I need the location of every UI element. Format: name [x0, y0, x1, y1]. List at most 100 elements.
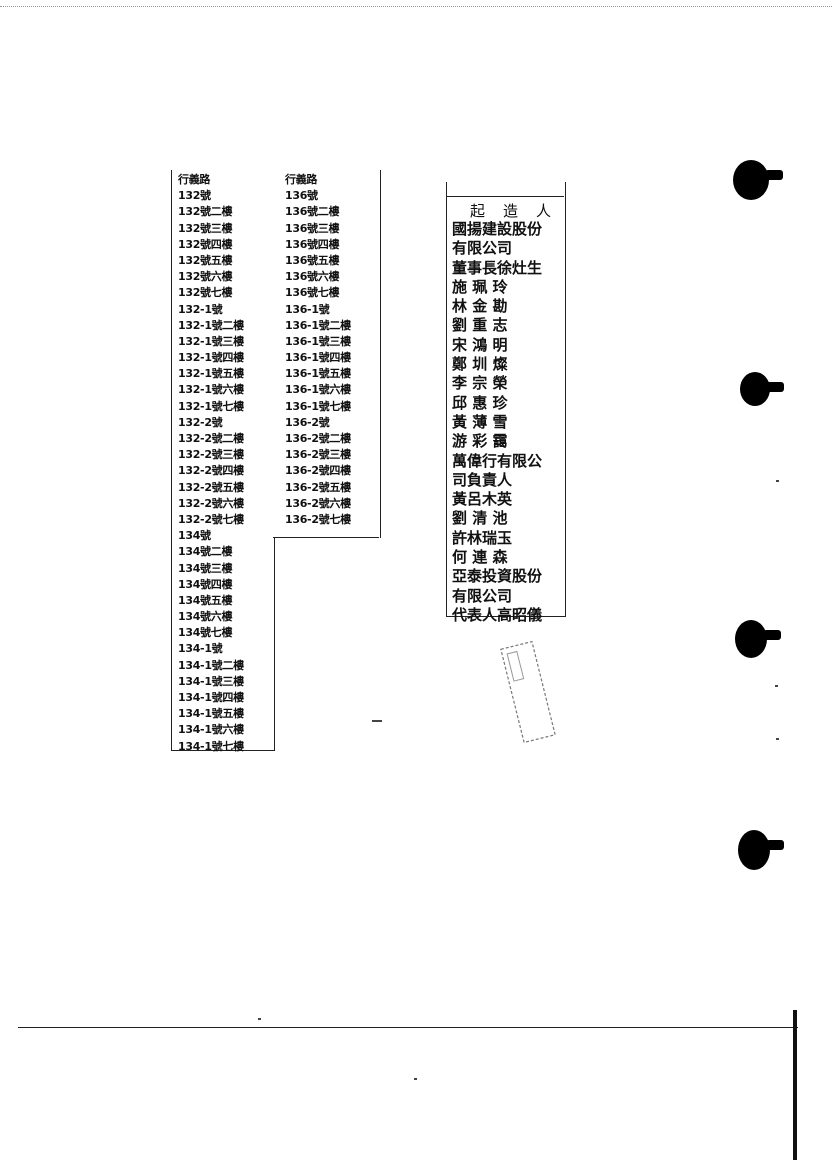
- founders-header-rule: [446, 196, 564, 197]
- address-cell: 134號四樓: [178, 577, 233, 591]
- scan-speck: [414, 1078, 417, 1080]
- scan-speck: [258, 1018, 261, 1020]
- address-cell: 134-1號七樓: [178, 739, 244, 753]
- address-cell: 134號二樓: [178, 545, 233, 559]
- address-cell: 132號七樓: [178, 286, 233, 300]
- binding-hole-icon: [740, 372, 784, 406]
- address-cell: 136-1號二樓: [285, 318, 351, 332]
- right-edge-mark: [793, 1010, 797, 1160]
- scan-speck: [776, 480, 779, 482]
- founder-row: 萬偉行有限公: [452, 451, 543, 470]
- bottom-rule: [18, 1027, 798, 1028]
- address-cell: 134號七樓: [178, 626, 233, 640]
- address-cell: 136-2號七樓: [285, 512, 351, 526]
- scan-speck: [372, 720, 382, 722]
- address-cell: 136-2號六樓: [285, 496, 351, 510]
- address-cell: 行義路: [178, 173, 211, 186]
- address-cell: 136-2號二樓: [285, 432, 351, 445]
- founder-row: 代表人高昭儀: [452, 605, 543, 624]
- founder-row: 李 宗 榮: [452, 374, 508, 393]
- founder-row: 施 珮 玲: [452, 277, 508, 296]
- founder-row: 國揚建設股份: [452, 220, 543, 238]
- address-cell: 136號四樓: [285, 237, 340, 251]
- address-cell: 132號五樓: [178, 253, 233, 267]
- address-cell: 134-1號六樓: [178, 723, 244, 737]
- address-column-right: 行義路 136號 136號二樓 136號三樓 136號四樓 136號五樓 136號六樓 136…: [285, 172, 351, 528]
- address-cell: 134-1號三樓: [178, 674, 244, 688]
- scan-speck: [775, 685, 778, 687]
- founders-list: 國揚建設股份有限公司董事長徐灶生施 珮 玲林 金 勘劉 重 志宋 鴻 明鄭 圳 …: [452, 220, 542, 625]
- address-cell: 132-1號三樓: [178, 334, 244, 348]
- address-cell: 134號: [178, 529, 211, 543]
- address-cell: 132-2號: [178, 415, 223, 429]
- binding-hole-icon: [733, 160, 783, 200]
- founder-row: 有限公司: [452, 586, 513, 605]
- address-cell: 132號三樓: [178, 221, 233, 235]
- address-cell: 132號: [178, 189, 211, 203]
- address-table-lower-border: [171, 537, 275, 751]
- founder-row: 亞泰投資股份: [452, 567, 543, 586]
- address-cell: 136號: [285, 189, 318, 203]
- address-cell: 132-1號四樓: [178, 351, 244, 365]
- address-table-upper-border: [171, 170, 381, 538]
- address-cell: 136-2號四樓: [285, 464, 351, 478]
- address-table-step-border: [273, 537, 379, 538]
- address-cell: 136-1號四樓: [285, 351, 351, 365]
- address-cell: 134-1號五樓: [178, 707, 244, 721]
- founder-row: 許林瑞玉: [452, 528, 513, 547]
- address-cell: 136-1號六樓: [285, 383, 351, 397]
- address-cell: 136號三樓: [285, 221, 340, 235]
- seal-stamp: [500, 640, 556, 744]
- founder-row: 鄭 圳 燦: [452, 355, 508, 374]
- founder-row: 何 連 森: [452, 548, 508, 567]
- binding-hole-icon: [738, 830, 784, 870]
- address-cell: 134號五樓: [178, 593, 233, 607]
- founder-row: 游 彩 靄: [452, 432, 508, 451]
- address-cell: 132-2號六樓: [178, 496, 244, 510]
- founder-row: 劉 清 池: [452, 509, 508, 528]
- address-cell: 136-1號五樓: [285, 367, 351, 381]
- address-cell: 136-1號: [285, 302, 330, 316]
- address-cell: 132-1號七樓: [178, 399, 244, 413]
- address-cell: 136號二樓: [285, 205, 340, 219]
- address-cell: 136-1號七樓: [285, 399, 351, 413]
- address-cell: 132-2號七樓: [178, 512, 244, 526]
- address-cell: 136號六樓: [285, 270, 340, 284]
- address-cell: 132-1號: [178, 302, 223, 316]
- address-cell: 132-2號四樓: [178, 464, 244, 478]
- address-cell: 136-1號三樓: [285, 334, 351, 348]
- address-cell: 132號二樓: [178, 205, 233, 219]
- founder-row: 林 金 勘: [452, 297, 508, 316]
- address-cell: 行義路: [285, 173, 318, 186]
- address-cell: 134-1號四樓: [178, 691, 244, 704]
- address-cell: 132號四樓: [178, 237, 233, 251]
- founder-row: 有限公司: [452, 239, 513, 258]
- founders-title: 起造人: [470, 202, 570, 220]
- address-cell: 134號六樓: [178, 610, 233, 624]
- founder-row: 黃 薄 雪: [452, 412, 508, 431]
- founder-row: 宋 鴻 明: [452, 335, 508, 354]
- founders-box: [446, 182, 566, 617]
- founder-row: 黃呂木英: [452, 490, 513, 509]
- address-cell: 134號三樓: [178, 561, 233, 575]
- founder-row: 司負責人: [452, 470, 513, 489]
- founder-row: 董事長徐灶生: [452, 258, 543, 277]
- address-cell: 132-1號二樓: [178, 318, 244, 332]
- address-column-left: 行義路 132號 132號二樓 132號三樓 132號四樓 132號五樓 132號六樓 132…: [178, 172, 244, 755]
- address-cell: 136-2號三樓: [285, 448, 351, 462]
- address-cell: 132號六樓: [178, 270, 233, 284]
- address-cell: 132-2號五樓: [178, 480, 244, 494]
- scan-edge-line: [0, 6, 832, 7]
- address-cell: 134-1號: [178, 642, 223, 656]
- address-cell: 132-2號二樓: [178, 432, 244, 445]
- address-cell: 134-1號二樓: [178, 658, 244, 672]
- founder-row: 劉 重 志: [452, 316, 508, 335]
- address-cell: 136-2號五樓: [285, 480, 351, 494]
- address-cell: 132-1號六樓: [178, 383, 244, 397]
- address-cell: 132-2號三樓: [178, 448, 244, 462]
- address-cell: 136號五樓: [285, 253, 340, 267]
- founder-row: 邱 惠 珍: [452, 393, 508, 412]
- address-cell: 132-1號五樓: [178, 367, 244, 381]
- binding-hole-icon: [735, 620, 781, 658]
